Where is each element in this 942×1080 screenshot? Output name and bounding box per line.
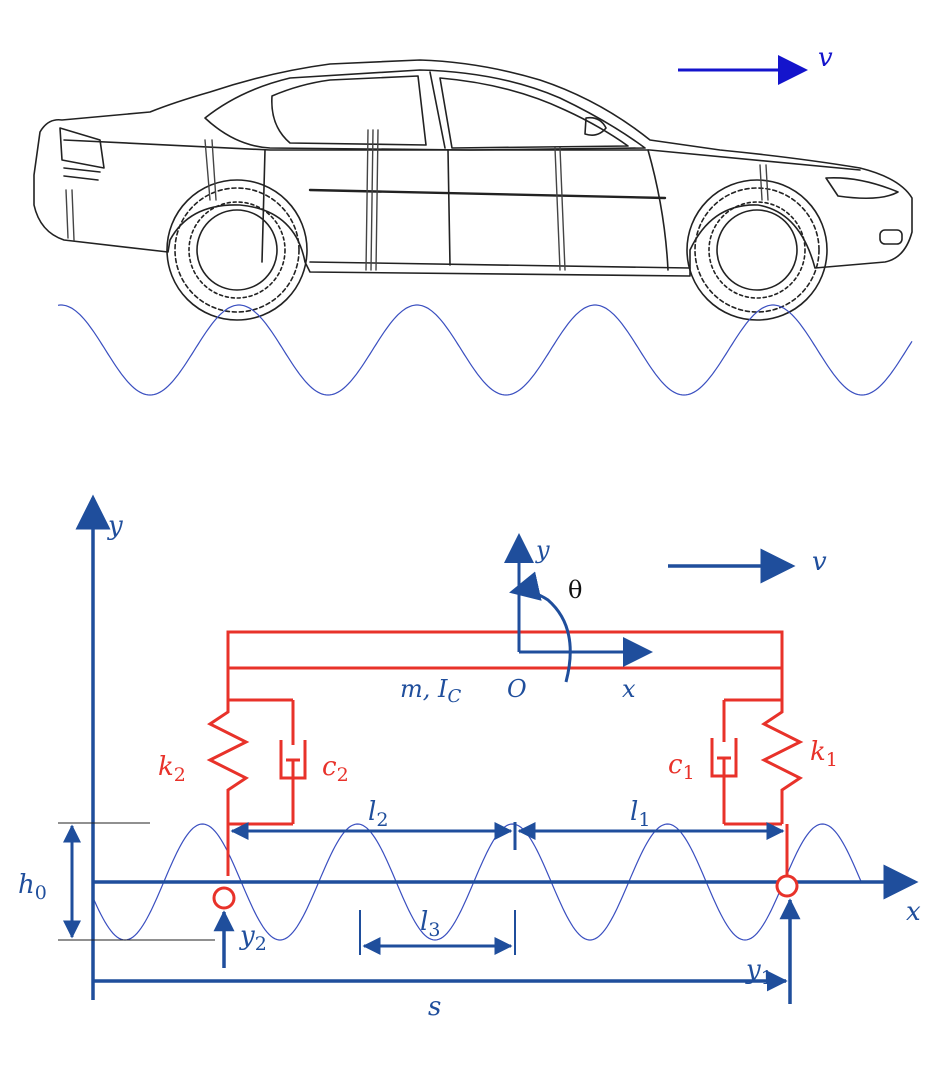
y1-label: y1 (745, 955, 773, 989)
velocity-label-model: v (812, 547, 827, 577)
k1-label: k1 (810, 737, 838, 771)
car-front-door-line (447, 149, 451, 266)
car-rear-wheel (166, 179, 308, 321)
car-mirror (584, 116, 607, 136)
global-x-label: x (906, 897, 921, 927)
car-head-light (825, 176, 899, 200)
car-front-door-edge (647, 149, 669, 271)
rear-suspension (206, 668, 307, 876)
s-label: s (428, 992, 441, 1022)
road-profile-top (57, 304, 913, 396)
car-illustration (33, 59, 913, 321)
front-spring-k1 (760, 700, 804, 824)
car-rocker (309, 261, 691, 269)
car-b-pillar (429, 71, 446, 149)
velocity-label-top: v (818, 43, 833, 73)
mass-label: m, IC (400, 675, 462, 707)
car-front-window (439, 77, 629, 149)
l2-label: l2 (368, 797, 388, 831)
car-body-rigid-bar (226, 630, 784, 670)
road-profile-bottom (92, 823, 862, 941)
origin-label: O (507, 675, 527, 703)
h0-label: h0 (18, 870, 47, 904)
y2-label: y2 (239, 921, 267, 955)
car-body-outline (33, 59, 913, 277)
c1-label: c1 (668, 750, 695, 784)
car-beltline (63, 139, 861, 171)
theta-label: θ (568, 576, 582, 604)
c2-label: c2 (322, 752, 349, 786)
car-window-frame (204, 69, 646, 151)
rear-wheel-contact (212, 886, 236, 910)
car-side-trim (308, 188, 667, 200)
car-front-wheel (686, 179, 828, 321)
car-rear-door-line (261, 149, 266, 263)
car-fog-light (879, 229, 903, 245)
car-rear-window (271, 75, 427, 146)
rear-spring-k2 (206, 700, 250, 824)
theta-rotation-arrow (509, 571, 572, 683)
car-tail-light (59, 127, 105, 169)
global-y-label: y (107, 511, 123, 541)
l1-label: l1 (630, 797, 650, 831)
body-x-label: x (622, 675, 636, 703)
front-suspension (710, 668, 804, 876)
front-wheel-contact (775, 874, 799, 898)
body-y-label: y (535, 536, 550, 564)
k2-label: k2 (158, 752, 186, 786)
l3-label: l3 (420, 907, 440, 941)
